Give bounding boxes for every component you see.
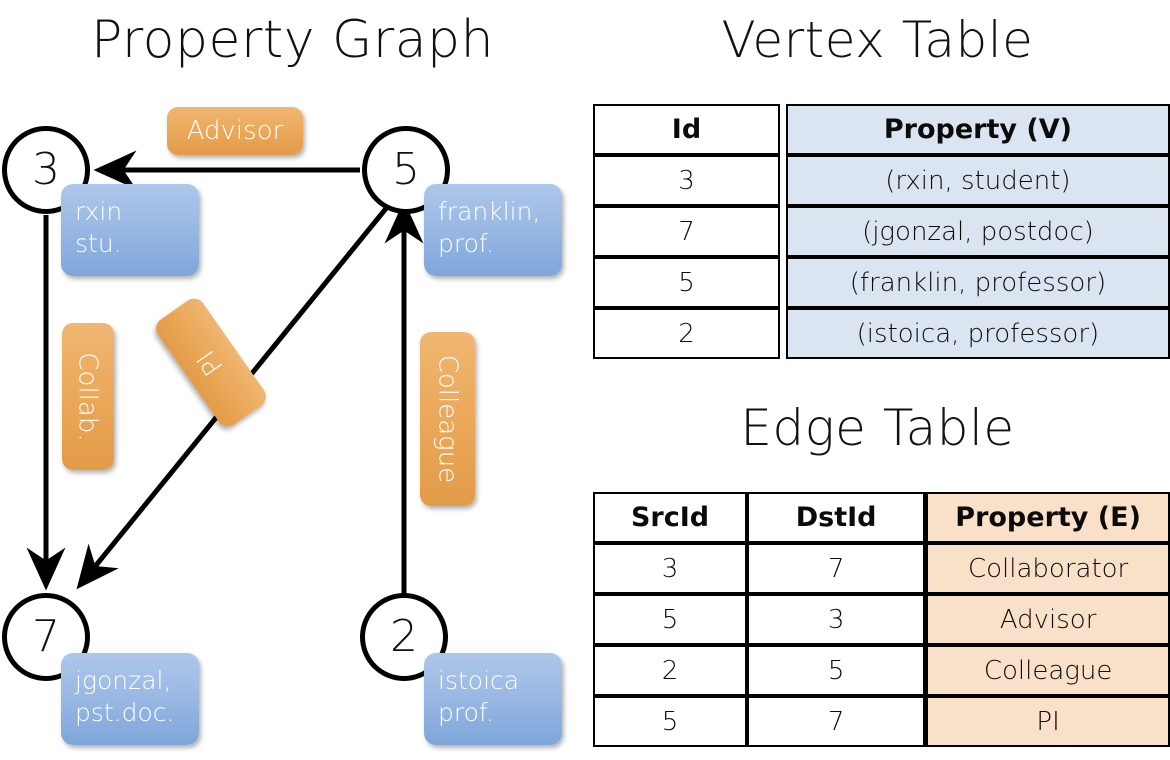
graph-node-5[interactable]: 5	[362, 126, 450, 214]
column-gap	[779, 257, 786, 308]
column-gap	[779, 308, 786, 359]
edge-label-colleague: Colleague	[420, 332, 475, 506]
edge-cell-dstid: 7	[747, 543, 926, 594]
edge-cell-property: Advisor	[925, 594, 1170, 645]
column-gap	[779, 206, 786, 257]
vertex-header-id: Id	[593, 104, 780, 155]
table-row[interactable]: 3 7 Collaborator	[593, 543, 1170, 594]
vertex-cell-property: (rxin, student)	[785, 155, 1170, 206]
node-property-badge-2: istoica prof.	[424, 653, 562, 745]
edge-label-advisor: Advisor	[167, 107, 303, 155]
table-row[interactable]: 5 3 Advisor	[593, 594, 1170, 645]
vertex-cell-id: 2	[593, 308, 780, 359]
node-property-line: istoica	[438, 666, 520, 695]
node-property-line: rxin	[75, 197, 123, 226]
node-property-badge-5: franklin, prof.	[424, 184, 562, 276]
node-property-badge-3: rxin stu.	[61, 184, 199, 276]
edge-cell-property: Colleague	[925, 645, 1170, 696]
vertex-cell-property: (jgonzal, postdoc)	[785, 206, 1170, 257]
node-property-badge-7: jgonzal, pst.doc.	[61, 653, 199, 745]
edge-cell-dstid: 3	[747, 594, 926, 645]
table-row[interactable]: 7 (jgonzal, postdoc)	[593, 206, 1170, 257]
node-property-line: prof.	[438, 698, 494, 727]
vertex-table: Id Property (V) 3 (rxin, student) 7 (jgo…	[593, 104, 1170, 359]
table-row[interactable]: 3 (rxin, student)	[593, 155, 1170, 206]
edge-cell-dstid: 5	[747, 645, 926, 696]
edge-header-srcid: SrcId	[593, 492, 748, 543]
edge-cell-srcid: 3	[593, 543, 748, 594]
edge-label-text: Colleague	[432, 354, 463, 484]
node-property-line: franklin,	[438, 197, 541, 226]
edge-table: SrcId DstId Property (E) 3 7 Collaborato…	[593, 492, 1170, 747]
vertex-cell-id: 5	[593, 257, 780, 308]
node-property-line: pst.doc.	[75, 698, 175, 727]
vertex-cell-property: (istoica, professor)	[785, 308, 1170, 359]
edge-cell-property: Collaborator	[925, 543, 1170, 594]
vertex-table-title: Vertex Table	[721, 11, 1034, 69]
property-graph-title: Property Graph	[90, 10, 495, 70]
vertex-cell-id: 7	[593, 206, 780, 257]
vertex-cell-id: 3	[593, 155, 780, 206]
table-row[interactable]: 5 (franklin, professor)	[593, 257, 1170, 308]
table-header-row: SrcId DstId Property (E)	[593, 492, 1170, 543]
edge-cell-srcid: 5	[593, 594, 748, 645]
edge-cell-srcid: 2	[593, 645, 748, 696]
vertex-header-property: Property (V)	[785, 104, 1170, 155]
property-graph-diagram: 3 5 7 2 rxin stu. franklin, prof. jgonza…	[0, 80, 585, 760]
edge-cell-dstid: 7	[747, 696, 926, 747]
edge-table-title: Edge Table	[740, 399, 1015, 457]
graph-node-3[interactable]: 3	[2, 126, 90, 214]
node-property-line: prof.	[438, 229, 494, 258]
node-property-line: stu.	[75, 229, 122, 258]
vertex-cell-property: (franklin, professor)	[785, 257, 1170, 308]
table-row[interactable]: 2 5 Colleague	[593, 645, 1170, 696]
edge-cell-property: PI	[925, 696, 1170, 747]
edge-label-text: Collab.	[73, 351, 103, 442]
edge-cell-srcid: 5	[593, 696, 748, 747]
table-row[interactable]: 5 7 PI	[593, 696, 1170, 747]
edge-header-dstid: DstId	[747, 492, 926, 543]
column-gap	[779, 104, 786, 155]
column-gap	[779, 155, 786, 206]
table-row[interactable]: 2 (istoica, professor)	[593, 308, 1170, 359]
edge-label-text: PI	[192, 344, 230, 381]
node-property-line: jgonzal,	[75, 666, 172, 695]
table-header-row: Id Property (V)	[593, 104, 1170, 155]
edge-label-text: Advisor	[186, 116, 284, 146]
edge-header-property: Property (E)	[925, 492, 1170, 543]
edge-label-collab: Collab.	[62, 323, 114, 470]
